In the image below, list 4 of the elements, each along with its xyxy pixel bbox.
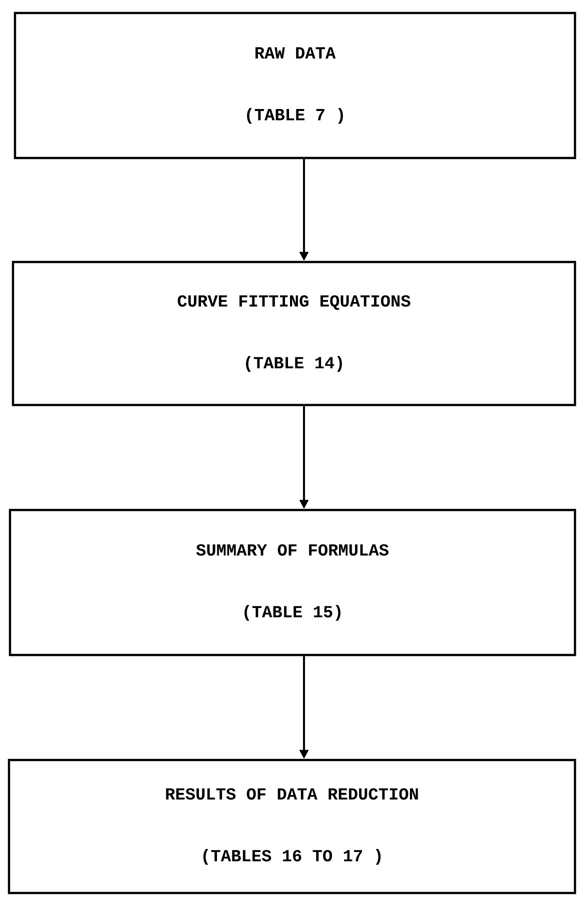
- process-box: RESULTS OF DATA REDUCTION (TABLES 16 TO 17 ): [8, 758, 576, 894]
- process-box: RAW DATA (TABLE 7 ): [14, 12, 576, 160]
- process-box: SUMMARY OF FORMULAS (TABLE 15): [8, 508, 576, 656]
- process-box: CURVE FITTING EQUATIONS (TABLE 14): [12, 260, 576, 406]
